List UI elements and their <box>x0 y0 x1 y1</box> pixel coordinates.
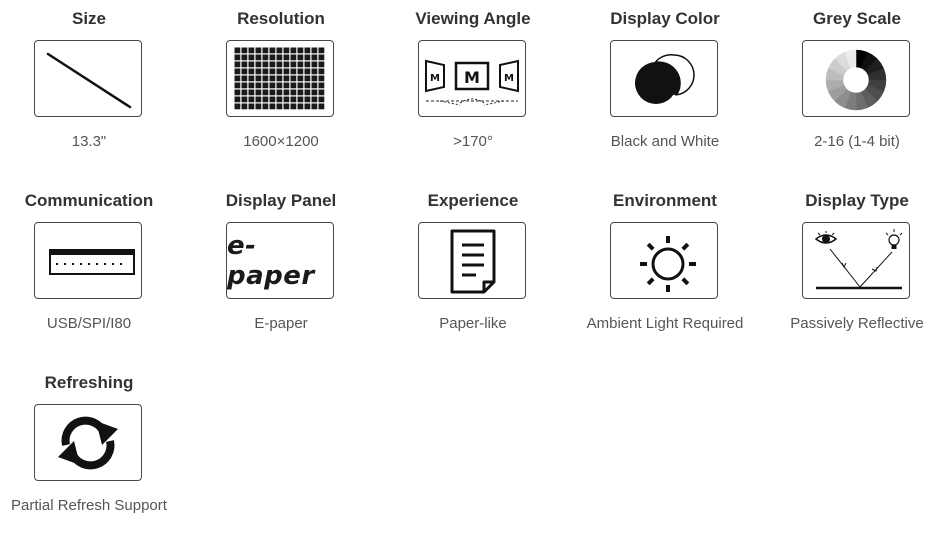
spec-title: Refreshing <box>44 373 134 392</box>
spec-display-color: Display Color Black and White <box>569 0 761 170</box>
spec-icon-box <box>802 40 910 117</box>
spec-icon-box <box>610 40 718 117</box>
spec-size: Size 13.3" <box>0 0 185 170</box>
svg-text:M: M <box>464 68 480 87</box>
spec-value: Passively Reflective <box>790 315 924 332</box>
svg-text:M: M <box>504 73 514 84</box>
document-icon <box>450 229 496 293</box>
spec-grid: Size 13.3" Resolution 1600×1200 Viewing … <box>0 0 934 514</box>
spec-icon-box <box>610 222 718 299</box>
spec-value: 1600×1200 <box>243 133 319 150</box>
spec-value: 2-16 (1-4 bit) <box>814 133 900 150</box>
spec-icon-box <box>34 404 142 481</box>
black-white-circles-icon <box>635 53 695 104</box>
spec-value: Black and White <box>610 133 720 150</box>
spec-display-type: Display Type <box>761 182 934 352</box>
spec-title: Environment <box>613 191 717 210</box>
diagonal-line-icon <box>46 52 132 108</box>
spec-refreshing: Refreshing Partial Refresh Support <box>0 364 185 534</box>
spec-title: Display Color <box>610 9 720 28</box>
spec-icon-box <box>802 222 910 299</box>
spec-title: Grey Scale <box>813 9 901 28</box>
spec-title: Communication <box>24 191 154 210</box>
spec-value: 13.3" <box>71 133 107 150</box>
connector-icon <box>49 248 135 275</box>
svg-text:M: M <box>430 73 440 84</box>
spec-display-panel: Display Panel e-paper E-paper <box>185 182 377 352</box>
grey-scale-wheel-icon <box>825 49 887 110</box>
spec-icon-box <box>34 40 142 117</box>
spec-title: Display Type <box>805 191 909 210</box>
spec-icon-box: M M M <box>418 40 526 117</box>
pixel-grid-icon <box>234 47 325 109</box>
spec-value: >170° <box>453 133 493 150</box>
spec-title: Resolution <box>237 9 325 28</box>
refresh-arrows-icon <box>58 416 118 469</box>
spec-value: USB/SPI/I80 <box>46 315 132 332</box>
sun-icon <box>640 235 696 292</box>
viewing-angle-icon: M M M <box>425 59 519 105</box>
spec-resolution: Resolution 1600×1200 <box>185 0 377 170</box>
spec-icon-box <box>418 222 526 299</box>
spec-title: Size <box>71 9 107 28</box>
epaper-logo-icon: e-paper <box>227 230 315 291</box>
spec-title: Viewing Angle <box>415 9 531 28</box>
reflection-icon <box>814 228 903 289</box>
spec-icon-box <box>34 222 142 299</box>
spec-communication: Communication USB/SPI/I80 <box>0 182 185 352</box>
spec-icon-box <box>226 40 334 117</box>
spec-value: Ambient Light Required <box>586 315 744 332</box>
spec-icon-box: e-paper <box>226 222 334 299</box>
spec-experience: Experience Paper-like <box>377 182 569 352</box>
spec-title: Experience <box>427 191 519 210</box>
spec-value: Partial Refresh Support <box>11 497 167 514</box>
spec-environment: Environment Ambient Light Required <box>569 182 761 352</box>
spec-title: Display Panel <box>225 191 337 210</box>
spec-grey-scale: Grey Scale 2-16 (1-4 bit) <box>761 0 934 170</box>
spec-value: Paper-like <box>439 315 507 332</box>
spec-value: E-paper <box>254 315 308 332</box>
spec-viewing-angle: Viewing Angle M M M >170° <box>377 0 569 170</box>
